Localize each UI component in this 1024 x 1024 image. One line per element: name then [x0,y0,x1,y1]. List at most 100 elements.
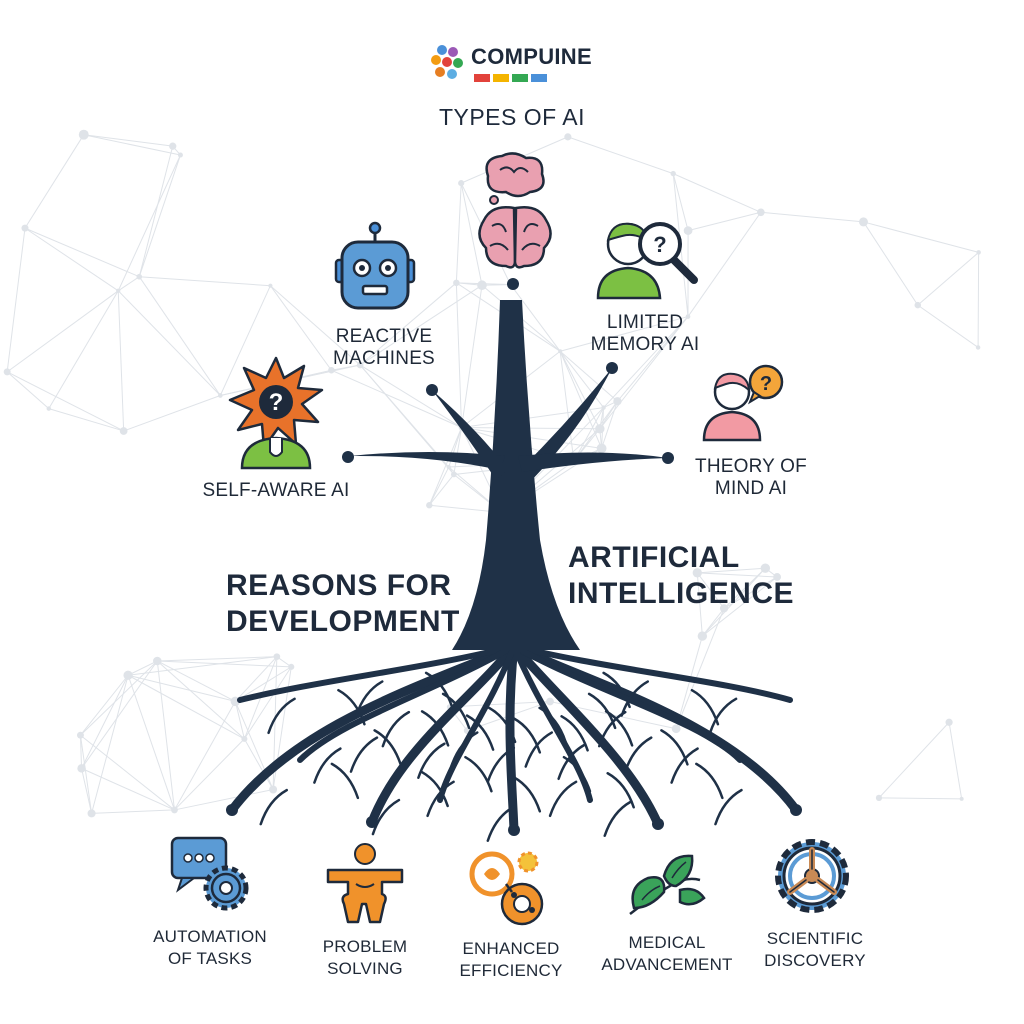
tree-rootlet [524,731,554,768]
network-line [702,576,778,637]
tree-rootlet [330,762,360,800]
network-line [359,364,450,468]
network-line [460,183,483,286]
network-line [48,408,124,432]
network-line [455,282,463,428]
network-line [24,227,140,278]
network-node [613,397,622,406]
network-node [123,670,133,680]
connector-dot [508,824,520,836]
network-line [559,351,575,462]
network-line [219,285,271,396]
network-node [119,427,128,435]
tree-rootlet [371,798,401,836]
network-node [153,656,162,666]
tree-rootlet [450,731,479,768]
network-node [171,806,178,814]
network-line [127,674,245,740]
reason-label-problem: PROBLEM SOLVING [322,937,408,978]
tree-root [509,641,663,829]
network-line [331,369,462,428]
network-line [917,304,979,348]
network-line [560,316,689,352]
network-line [157,660,236,702]
tree-rootlet [560,715,589,752]
network-node [87,809,96,818]
network-line [83,134,181,156]
tree-rootlet [512,776,542,813]
svg-text:?: ? [269,389,284,416]
network-line [878,797,962,800]
network-line [138,146,174,277]
network-line [234,656,278,702]
tree-rootlet [620,680,650,717]
network-line [603,316,689,408]
tree-trunk [452,300,580,650]
network-node [241,735,248,742]
tree-rootlet [598,710,627,748]
network-line [81,768,93,814]
tree-rootlet [708,697,738,735]
tree-rootlet [714,788,743,826]
network-line [673,173,762,213]
network-line [91,809,175,814]
network-line [83,134,173,147]
tree-rootlet [562,755,592,793]
type-label-limited: LIMITED MEMORY AI [590,312,700,355]
tree-rootlet [486,805,516,842]
connector-dot [652,818,664,830]
reason-label-efficiency: ENHANCED EFFICIENCY [459,939,563,980]
tree-rootlet [349,736,379,773]
person-question-bubble-icon: ? [700,362,790,447]
network-line [701,608,725,637]
tree-root [367,641,519,827]
network-line [235,666,292,702]
network-line [243,738,274,790]
tree-rootlet [259,788,288,826]
network-line [675,635,703,729]
tree-rootlet [670,747,699,784]
tree-rootlet [417,742,446,780]
network-line [948,722,963,800]
network-node [268,283,273,288]
network-node [697,631,708,641]
network-line [359,364,462,428]
network-line [174,789,274,811]
network-line [428,427,463,506]
network-line [687,211,761,232]
network-line [723,567,766,609]
tree-rootlet [267,697,296,735]
network-line [675,608,725,729]
network-node [116,288,121,293]
network-line [701,567,766,637]
tree-rootlet [603,800,632,837]
network-node [601,405,606,410]
network-node [757,208,765,217]
network-node [692,568,702,578]
network-line [573,407,605,462]
tree-rootlet [464,755,493,793]
network-node [453,279,460,287]
network-line [461,427,602,449]
brand-bar-red [474,74,490,82]
reason-label-scientific: SCIENTIFIC DISCOVERY [764,929,866,970]
network-line [697,572,778,578]
tree-root [511,643,793,703]
network-line [243,666,292,740]
connector-dot [366,816,378,828]
tree-rootlet [695,762,724,800]
brand-bar-green [512,74,528,82]
tree-root [505,641,519,835]
network-line [567,136,674,175]
network-line [601,401,618,449]
network-node [77,764,86,773]
connector-dot [226,804,238,816]
network-node [446,464,451,470]
network-line [428,474,455,506]
network-line [270,285,361,366]
network-node [914,301,922,309]
network-node [21,224,29,232]
tree-rootlet [313,747,342,784]
brand-bar-blue [531,74,547,82]
